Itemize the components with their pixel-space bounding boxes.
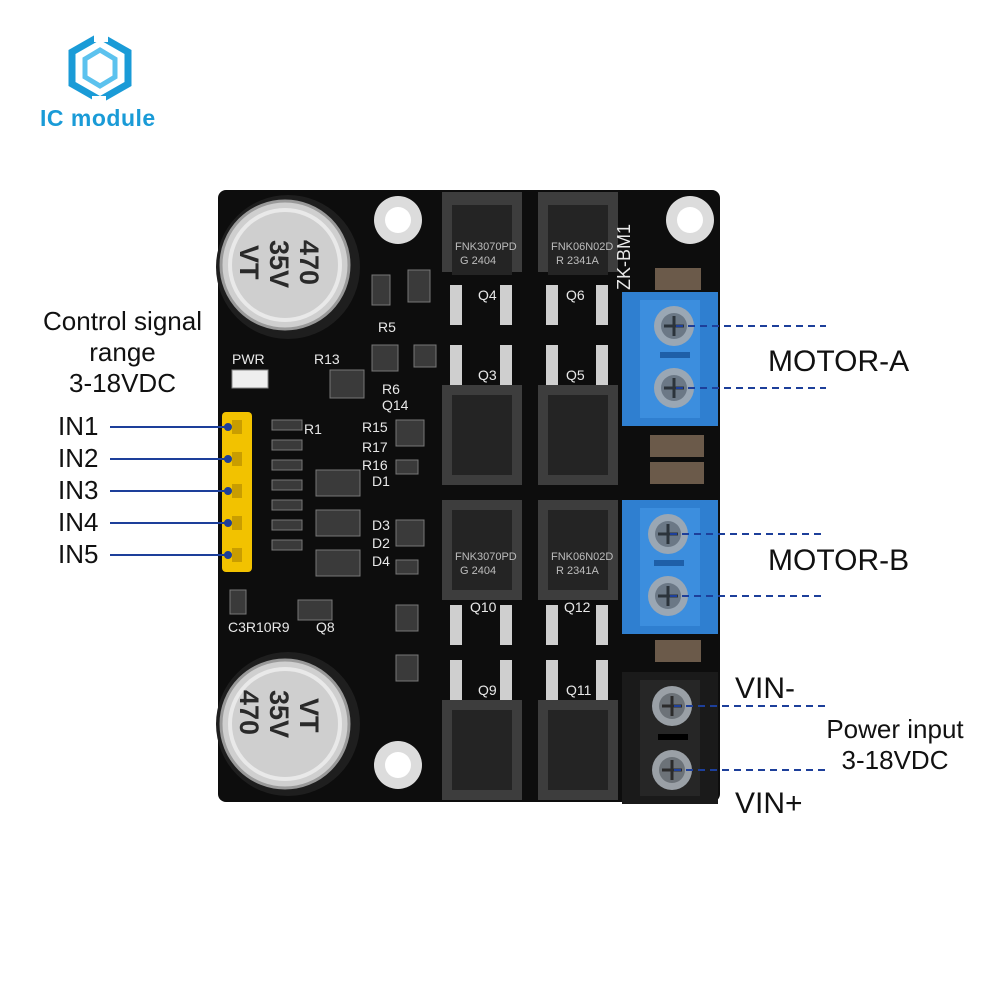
cap-bottom-value: 470 xyxy=(234,690,264,735)
mosfet-q10 xyxy=(442,500,522,645)
terminal-power xyxy=(622,672,718,804)
leader-lines xyxy=(110,423,232,559)
power-input-line1: Power input xyxy=(826,714,964,744)
capacitor-top xyxy=(216,195,360,339)
mosfet-q5 xyxy=(538,345,618,485)
silk-q5: Q5 xyxy=(566,367,585,383)
input-label-in5: IN5 xyxy=(58,539,99,569)
cap-top-voltage: 35V xyxy=(264,240,294,288)
power-input-line2: 3-18VDC xyxy=(841,745,949,775)
mosfet-q11 xyxy=(538,660,618,800)
vin-plus-label: VIN+ xyxy=(735,787,803,820)
input-label-in1: IN1 xyxy=(58,411,99,441)
input-label-in4: IN4 xyxy=(58,507,99,537)
mosfet-q3 xyxy=(442,345,522,485)
brand-name: IC module xyxy=(40,105,156,131)
silk-r1: R1 xyxy=(304,421,322,437)
silk-c3r10r9: C3R10R9 xyxy=(228,619,290,635)
power-input-label: Power input 3-18VDC xyxy=(800,714,990,776)
input-label-in3: IN3 xyxy=(58,475,99,505)
control-signal-label: Control signal range 3-18VDC xyxy=(20,306,225,399)
silk-pwr: PWR xyxy=(232,351,265,367)
silk-r17: R17 xyxy=(362,439,388,455)
control-signal-line2: range xyxy=(89,337,156,367)
cap-top-series: VT xyxy=(234,245,264,280)
silk-q3: Q3 xyxy=(478,367,497,383)
mosfet-q10-code: G 2404 xyxy=(460,565,496,577)
brand-logo xyxy=(60,30,140,110)
silk-q11: Q11 xyxy=(566,682,592,698)
control-signal-line1: Control signal xyxy=(43,306,202,336)
silk-d4: D4 xyxy=(372,553,390,569)
mosfet-q12-code: R 2341A xyxy=(556,565,599,577)
cap-top-value: 470 xyxy=(294,240,324,285)
hexagon-logo-icon xyxy=(68,30,132,108)
silk-r13: R13 xyxy=(314,351,340,367)
capacitor-bottom xyxy=(216,652,360,796)
mosfet-q4 xyxy=(442,192,522,325)
motor-b-label: MOTOR-B xyxy=(768,544,910,577)
silk-d3: D3 xyxy=(372,517,390,533)
mosfet-q6-part: FNK06N02D xyxy=(551,241,613,253)
mosfet-q10-part: FNK3070PD xyxy=(455,551,517,563)
silk-q6: Q6 xyxy=(566,287,585,303)
mosfet-q4-part: FNK3070PD xyxy=(455,241,517,253)
silk-q12: Q12 xyxy=(564,599,591,615)
terminal-motor-a xyxy=(622,292,718,426)
silk-r5: R5 xyxy=(378,319,396,335)
silk-q8: Q8 xyxy=(316,619,335,635)
silk-r15: R15 xyxy=(362,419,388,435)
mosfet-q4-code: G 2404 xyxy=(460,255,496,267)
silk-q4: Q4 xyxy=(478,287,497,303)
cap-bottom-voltage: 35V xyxy=(264,690,294,738)
silk-d2: D2 xyxy=(372,535,390,551)
silk-q14: Q14 xyxy=(382,397,409,413)
mosfet-q12 xyxy=(538,500,618,645)
silk-q10: Q10 xyxy=(470,599,497,615)
cap-bottom-series: VT xyxy=(294,698,324,733)
silk-r6: R6 xyxy=(382,381,400,397)
mosfet-q12-part: FNK06N02D xyxy=(551,551,613,563)
pcb-body xyxy=(218,190,720,802)
model-label: ZK-BM1 xyxy=(614,224,634,290)
motor-a-label: MOTOR-A xyxy=(768,345,910,378)
mosfet-q9 xyxy=(442,660,522,800)
silk-r16: R16 xyxy=(362,457,388,473)
input-label-in2: IN2 xyxy=(58,443,99,473)
input-header xyxy=(222,412,252,572)
mosfet-q6-code: R 2341A xyxy=(556,255,599,267)
mosfet-q6 xyxy=(538,192,618,325)
silk-d1: D1 xyxy=(372,473,390,489)
vin-minus-label: VIN- xyxy=(735,672,795,705)
silk-q9: Q9 xyxy=(478,682,497,698)
terminal-motor-b xyxy=(622,500,718,634)
control-signal-line3: 3-18VDC xyxy=(69,368,176,398)
mounting-hole-icon xyxy=(374,196,714,789)
